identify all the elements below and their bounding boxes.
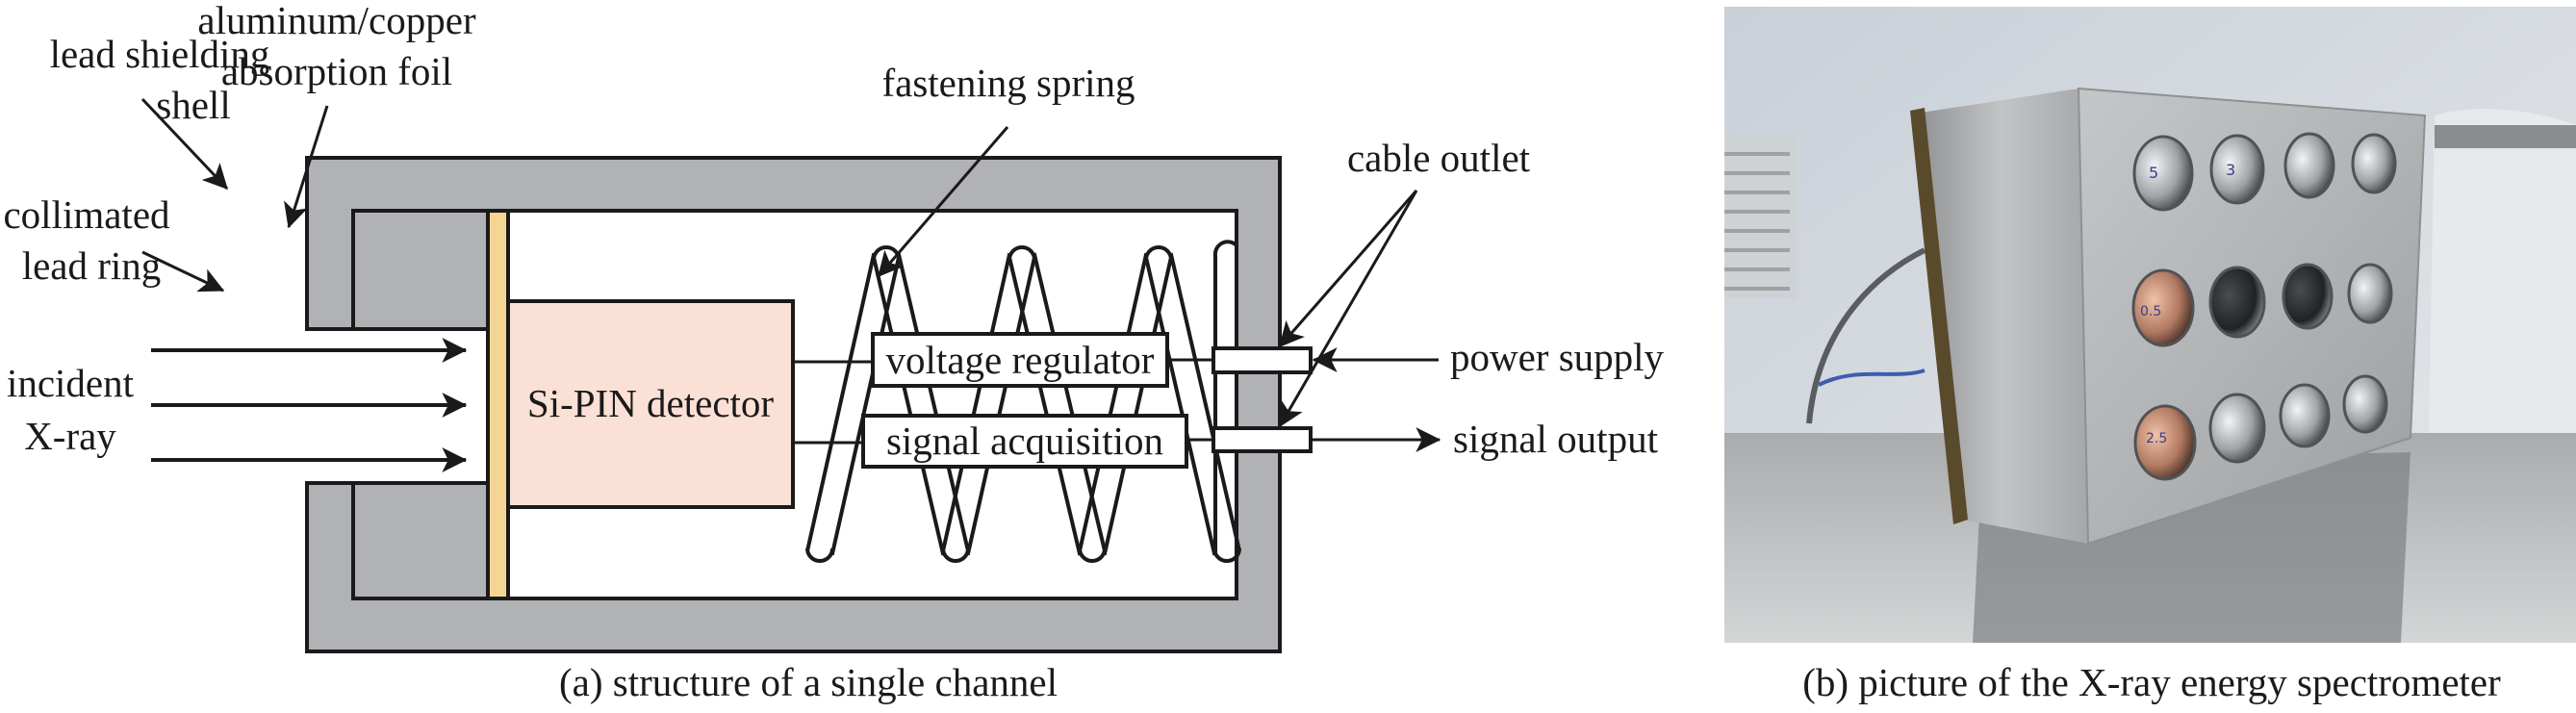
absorption-foil — [486, 209, 510, 600]
spectrometer-photo: 5 3 0.5 2.5 — [1724, 7, 2576, 643]
block-hole — [2131, 268, 2195, 347]
cable-outlet-pointer-1 — [1278, 190, 1418, 347]
photo-cable — [1806, 247, 1926, 424]
lead-shielding-label-line1: lead shielding — [50, 32, 270, 76]
fastening-spring-label: fastening spring — [881, 61, 1135, 105]
incident-label-line2: X-ray — [24, 414, 116, 458]
hole-mark-3: 0.5 — [2140, 304, 2161, 319]
block-hole — [2208, 266, 2266, 339]
absorption-foil-label-line1: aluminum/copper — [197, 0, 476, 42]
spring-top-bend — [1007, 245, 1036, 261]
block-hole — [2209, 134, 2265, 205]
collimated-pointer — [141, 250, 225, 293]
block-hole — [2282, 263, 2334, 330]
voltage-regulator-box — [871, 332, 1169, 388]
cable-outlet-signal — [1211, 426, 1313, 453]
collimated-lead-ring-top — [351, 209, 490, 331]
block-hole — [2132, 135, 2194, 212]
panel-b-caption: (b) picture of the X-ray energy spectrom… — [1802, 660, 2501, 704]
voltage-regulator-label: voltage regulator — [886, 338, 1155, 382]
si-pin-detector — [506, 299, 795, 509]
block-back-plate — [1910, 108, 1968, 524]
block-hole — [2342, 374, 2388, 434]
detector-label: Si-PIN detector — [527, 381, 775, 425]
cable-outlet-power — [1211, 346, 1313, 374]
fastening-spring — [805, 240, 1241, 563]
lead-shielding-pointer — [140, 97, 229, 191]
power-supply-label: power supply — [1450, 335, 1665, 379]
incident-xray-arrows — [151, 338, 468, 472]
block-hole — [2133, 404, 2197, 481]
panel-b-photo: 5 3 0.5 2.5 (b) picture of the X-ray ene… — [1724, 7, 2576, 704]
cable-outlet-label: cable outlet — [1347, 136, 1531, 180]
panel-a-diagram: Si-PIN detector voltage regulator signal… — [3, 0, 1664, 704]
photo-vent — [1724, 135, 1797, 298]
block-holes — [2131, 132, 2397, 481]
spring-segment-down — [1144, 252, 1241, 556]
photo-vent-slats — [1724, 152, 1790, 291]
absorption-foil-pointer — [284, 105, 329, 229]
block-hole — [2351, 133, 2397, 194]
collimated-label-line2: lead ring — [22, 243, 162, 288]
panel-a-caption: (a) structure of a single channel — [559, 660, 1058, 704]
lead-shielding-label-line2: shell — [156, 83, 230, 127]
collimated-lead-ring-bottom — [351, 481, 490, 600]
absorption-foil-label-line2: absorption foil — [221, 49, 452, 93]
incident-label-line1: incident — [7, 361, 135, 405]
hole-mark-4: 2.5 — [2146, 431, 2167, 446]
block-hole — [2208, 393, 2266, 464]
spring-bottom-bend — [805, 547, 834, 563]
fastening-spring-pointer — [877, 126, 1009, 277]
block-hole — [2283, 132, 2335, 199]
spring-bottom-bend — [941, 547, 970, 563]
collimated-label-line1: collimated — [3, 192, 169, 237]
spring-end-coil — [1212, 240, 1238, 555]
signal-acquisition-label: signal acquisition — [886, 419, 1163, 463]
spring-top-bend — [1144, 245, 1173, 261]
hole-mark-1: 5 — [2149, 164, 2158, 182]
photo-rail — [2435, 125, 2576, 148]
block-hole — [2347, 263, 2393, 324]
spring-bottom-bend — [1078, 547, 1107, 563]
hole-mark-2: 3 — [2226, 161, 2235, 179]
signal-acquisition-box — [861, 414, 1188, 469]
block-hole — [2279, 383, 2331, 448]
photo-blue-wires — [1818, 369, 1926, 387]
signal-output-label: signal output — [1453, 417, 1659, 461]
cable-outlet-pointer-2 — [1278, 190, 1418, 428]
